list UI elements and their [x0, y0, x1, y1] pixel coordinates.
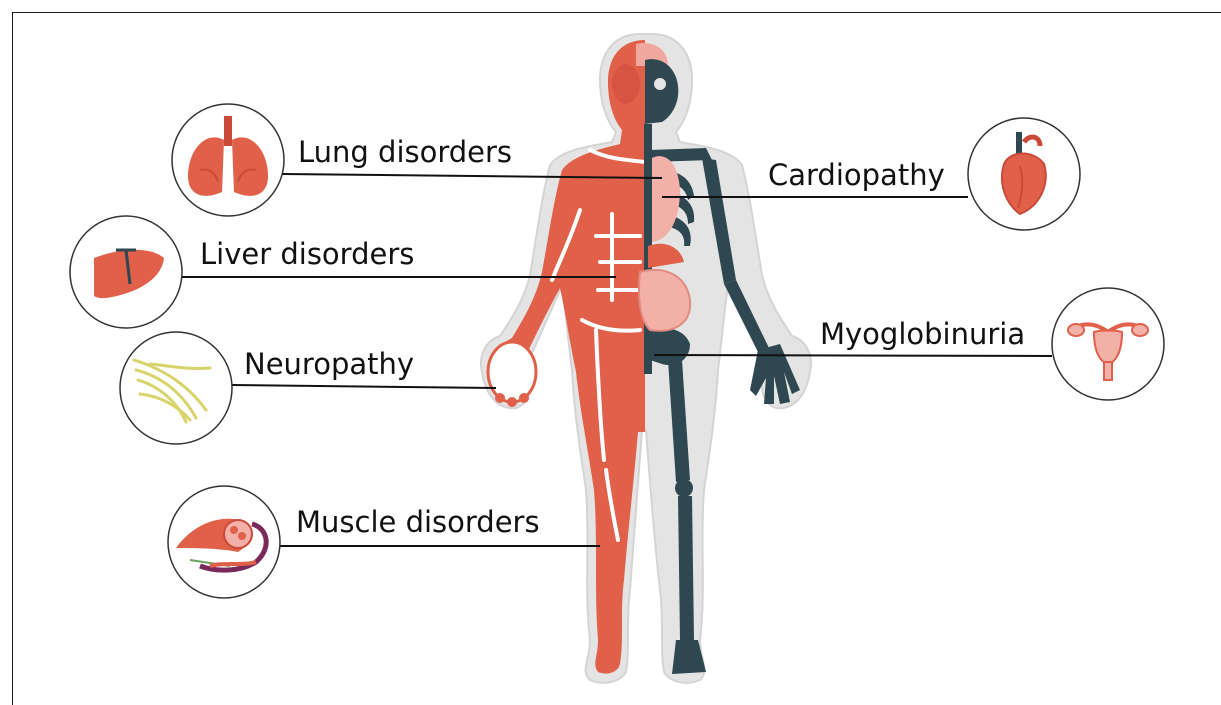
lungs-icon: [172, 104, 284, 216]
human-body-figure: [481, 34, 811, 683]
label-muscle-disorders: Muscle disorders: [296, 505, 540, 539]
uterus-icon: [1052, 288, 1164, 400]
label-liver-disorders: Liver disorders: [200, 237, 414, 271]
face-muscles: [612, 64, 640, 104]
label-myoglobinuria: Myoglobinuria: [820, 317, 1025, 351]
nerve-fibers-icon: [120, 332, 232, 444]
label-neuropathy: Neuropathy: [244, 347, 414, 381]
left-hand: [488, 342, 536, 407]
muscle-fiber-icon: [168, 486, 280, 598]
label-lung-disorders: Lung disorders: [298, 135, 512, 169]
leader-myoglobinuria: [654, 355, 1052, 356]
heart-icon: [968, 118, 1080, 230]
leader-neuropathy: [232, 385, 496, 388]
liver-icon: [70, 216, 182, 328]
label-cardiopathy: Cardiopathy: [768, 158, 945, 192]
